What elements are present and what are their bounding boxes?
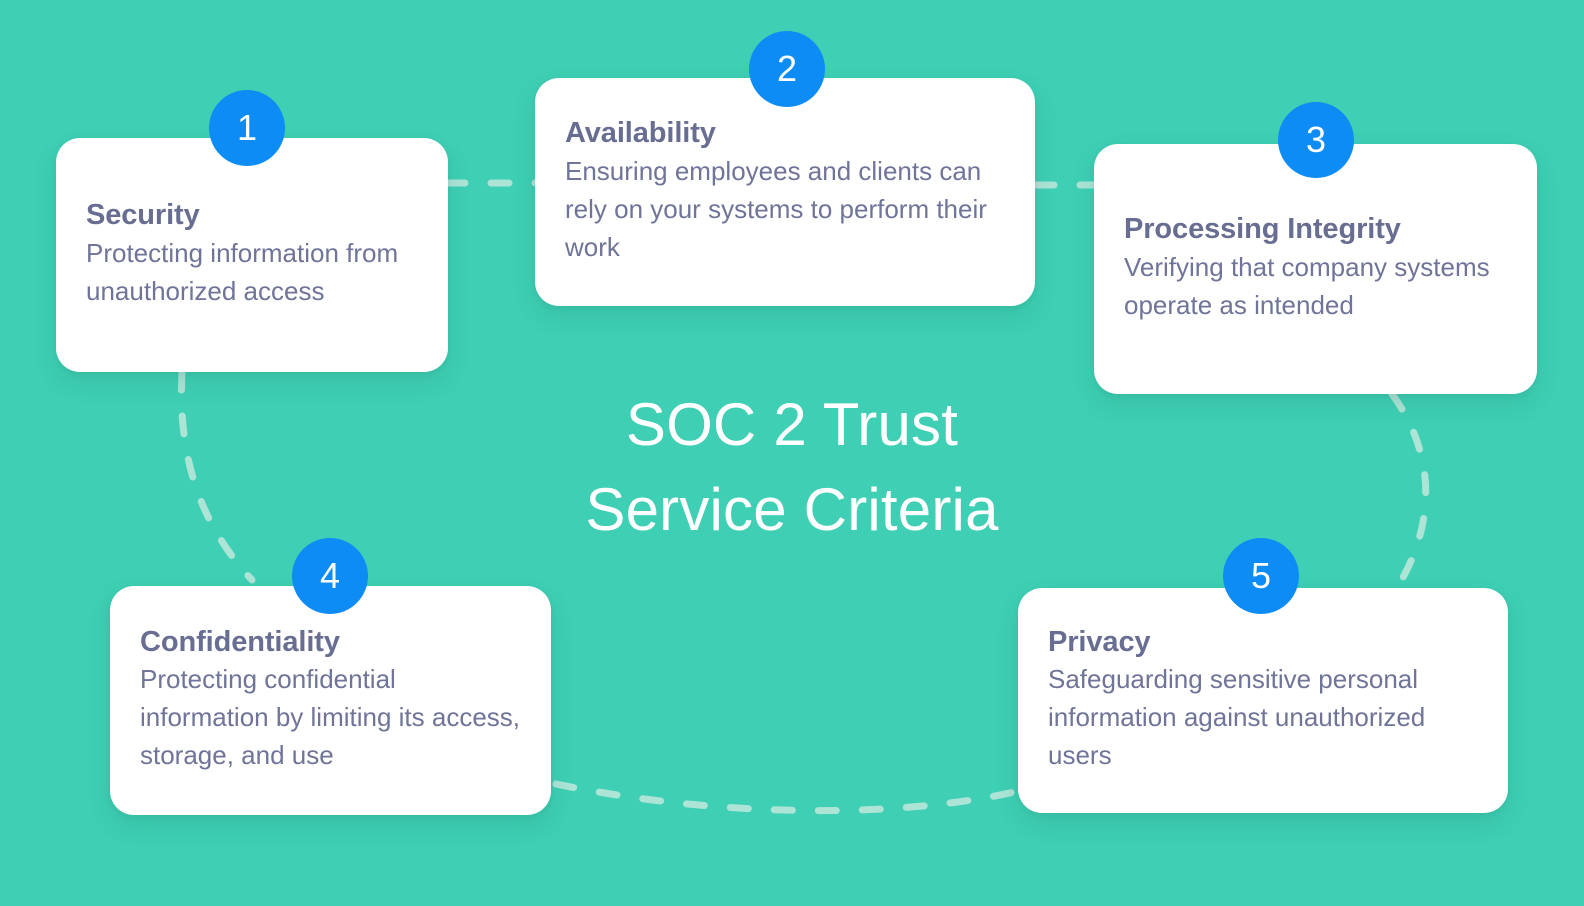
criterion-card-availability[interactable]: Availability Ensuring employees and clie… [535,78,1035,306]
page-title: SOC 2 Trust Service Criteria [585,391,999,544]
connector-1-to-4 [178,368,256,584]
criterion-description: Safeguarding sensitive personal informat… [1048,664,1426,771]
criterion-card-processing-integrity[interactable]: Processing Integrity Verifying that comp… [1094,144,1537,394]
criterion-badge-3: 3 [1278,102,1354,178]
criterion-title: Availability [565,117,716,150]
connector-4-to-5 [552,780,1018,815]
criterion-card-privacy[interactable]: Privacy Safeguarding sensitive personal … [1018,588,1508,813]
criterion-badge-4: 4 [292,538,368,614]
criterion-badge-1: 1 [209,90,285,166]
criterion-description: Ensuring employees and clients can rely … [565,155,987,262]
criterion-title: Security [86,199,200,232]
criterion-badge-5: 5 [1223,538,1299,614]
criterion-title: Confidentiality [140,625,340,658]
criterion-description: Protecting information from unauthorized… [86,237,399,306]
connector-3-to-5 [1388,390,1430,590]
criterion-badge-2: 2 [749,31,825,107]
criterion-card-confidentiality[interactable]: Confidentiality Protecting confidential … [110,586,551,815]
criterion-description: Verifying that company systems operate a… [1124,251,1490,320]
criterion-description: Protecting confidential information by l… [140,664,521,771]
criterion-title: Processing Integrity [1124,213,1401,246]
criterion-card-security[interactable]: Security Protecting information from una… [56,138,448,372]
criterion-title: Privacy [1048,625,1151,658]
